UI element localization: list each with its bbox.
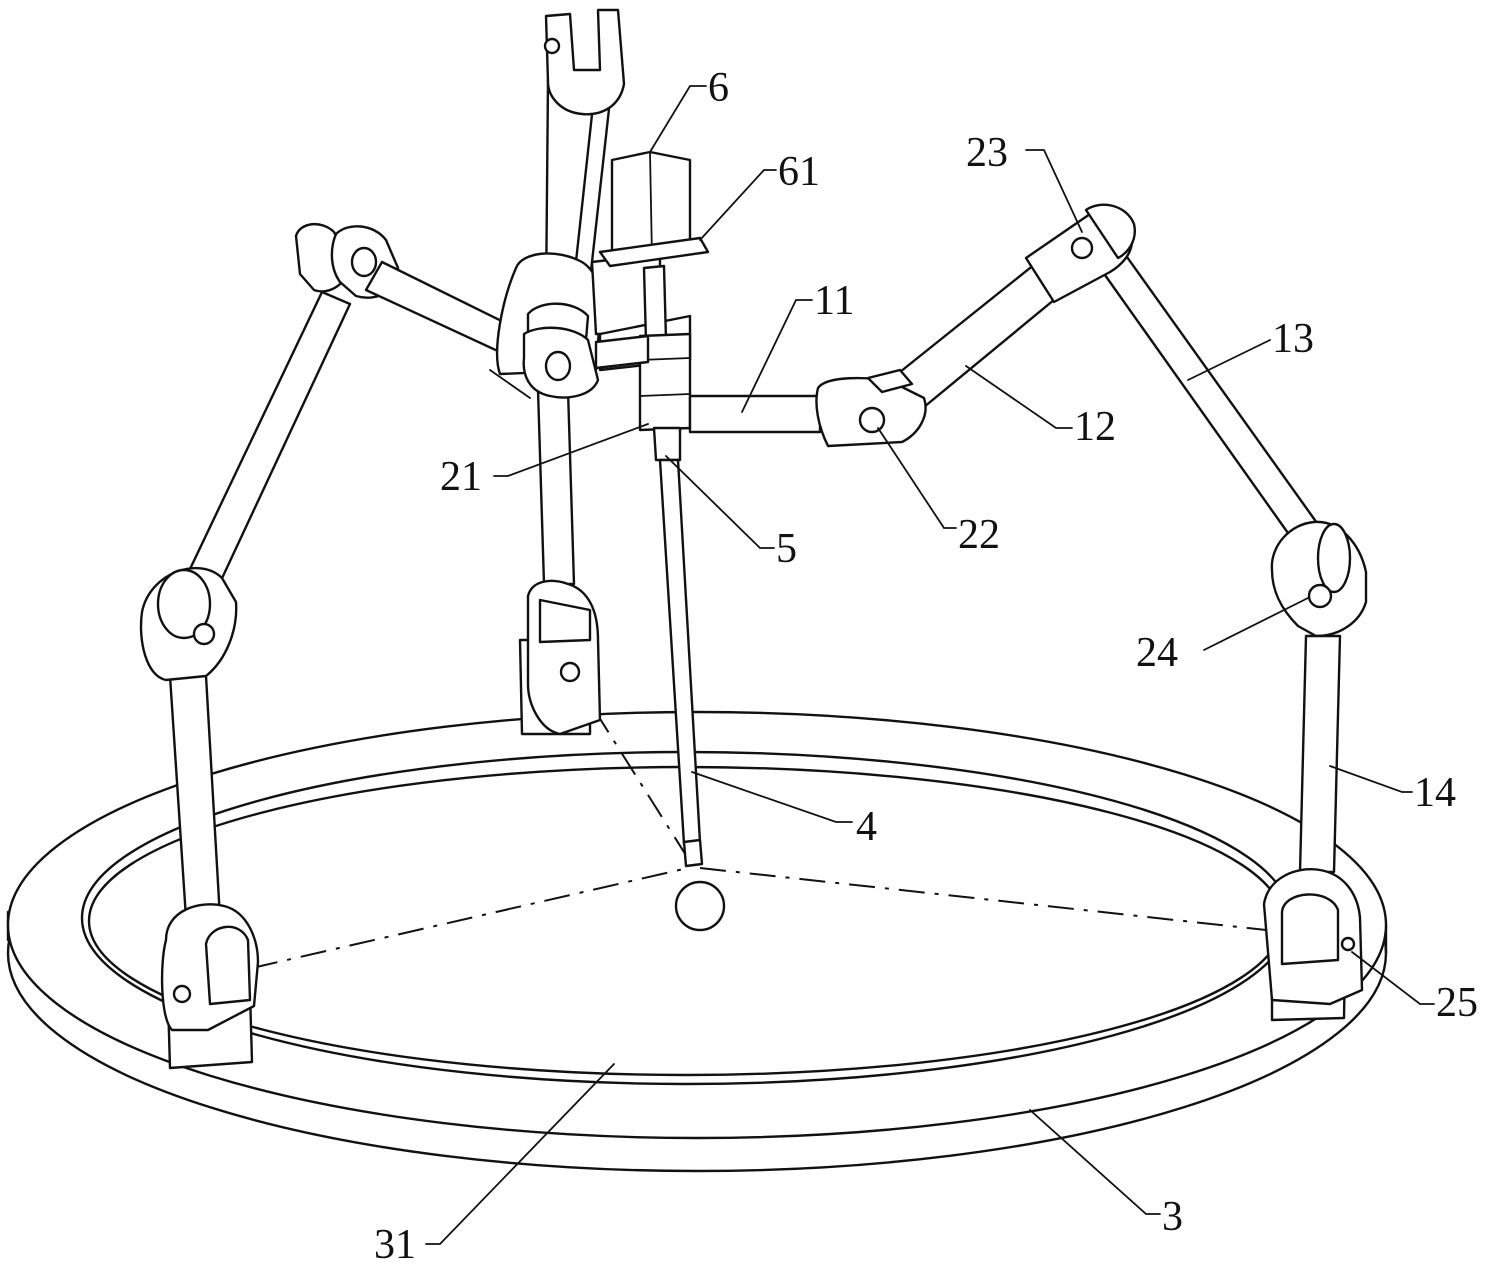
label-31: 31	[374, 1222, 416, 1268]
label-5: 5	[776, 526, 797, 572]
label-3: 3	[1162, 1194, 1183, 1240]
label-25: 25	[1436, 980, 1478, 1026]
label-14: 14	[1414, 770, 1456, 816]
label-61: 61	[778, 149, 820, 195]
label-24: 24	[1136, 630, 1178, 676]
label-21: 21	[440, 454, 482, 500]
label-22: 22	[958, 512, 1000, 558]
label-13: 13	[1272, 316, 1314, 362]
label-23: 23	[966, 130, 1008, 176]
label-11: 11	[814, 278, 854, 324]
label-4: 4	[856, 804, 877, 850]
label-6: 6	[708, 65, 729, 111]
arm-11	[596, 336, 820, 432]
label-12: 12	[1074, 404, 1116, 450]
